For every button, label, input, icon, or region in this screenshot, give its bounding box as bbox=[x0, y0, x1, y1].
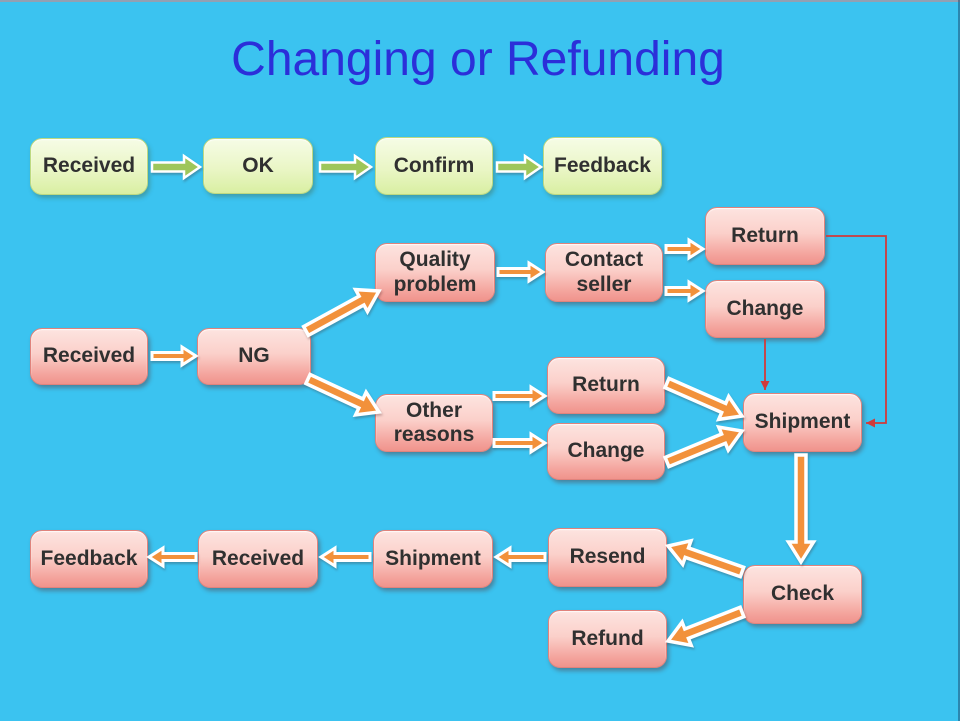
node-return-mid: Return bbox=[547, 357, 665, 414]
arrow-change-mid-to-shipment bbox=[662, 424, 746, 469]
node-g-ok: OK bbox=[203, 138, 313, 194]
node-ng: NG bbox=[197, 328, 311, 385]
slide-title: Changing or Refunding bbox=[231, 33, 725, 86]
node-received-b: Received bbox=[198, 530, 318, 588]
arrow-shipment-b-to-received-b bbox=[318, 545, 372, 569]
node-quality: Quality problem bbox=[375, 243, 495, 302]
connector-arrowhead-shipment bbox=[760, 381, 770, 390]
arrow-check-to-refund bbox=[664, 605, 747, 648]
arrow-check-to-resend bbox=[664, 538, 746, 579]
node-check: Check bbox=[743, 565, 862, 624]
node-change-mid: Change bbox=[547, 423, 665, 480]
arrow-shipment-to-check bbox=[785, 453, 817, 566]
node-feedback-b: Feedback bbox=[30, 530, 148, 588]
node-shipment-b: Shipment bbox=[373, 530, 493, 588]
node-refund: Refund bbox=[548, 610, 667, 668]
arrow-contact-to-return-top bbox=[664, 237, 706, 261]
node-p-received: Received bbox=[30, 328, 148, 385]
node-change-top: Change bbox=[705, 280, 825, 338]
arrow-contact-to-change-top bbox=[664, 279, 706, 303]
node-contact: Contact seller bbox=[545, 243, 663, 302]
node-g-received: Received bbox=[30, 138, 148, 195]
connector-arrowhead-shipment bbox=[866, 418, 875, 428]
arrow-received-b-to-feedback-b bbox=[146, 545, 198, 569]
arrow-g-received-to-g-ok bbox=[150, 153, 203, 181]
node-g-feedback: Feedback bbox=[543, 137, 662, 195]
arrow-g-confirm-to-g-feedback bbox=[495, 153, 544, 181]
node-g-confirm: Confirm bbox=[375, 137, 493, 195]
window-top-edge bbox=[0, 0, 960, 2]
node-resend: Resend bbox=[548, 528, 667, 587]
arrow-g-ok-to-g-confirm bbox=[318, 153, 374, 181]
arrow-ng-to-quality bbox=[301, 287, 382, 338]
arrow-p-received-to-ng bbox=[150, 344, 199, 368]
window-right-edge bbox=[958, 0, 960, 721]
arrow-ng-to-other bbox=[303, 372, 382, 418]
arrow-other-to-return-mid bbox=[492, 384, 548, 408]
node-shipment: Shipment bbox=[743, 393, 862, 452]
arrow-return-mid-to-shipment bbox=[662, 376, 746, 422]
arrow-resend-to-shipment-b bbox=[493, 545, 547, 569]
node-return-top: Return bbox=[705, 207, 825, 265]
arrow-quality-to-contact bbox=[496, 260, 546, 284]
arrow-other-to-change-mid bbox=[492, 431, 548, 455]
node-other: Other reasons bbox=[375, 394, 493, 452]
